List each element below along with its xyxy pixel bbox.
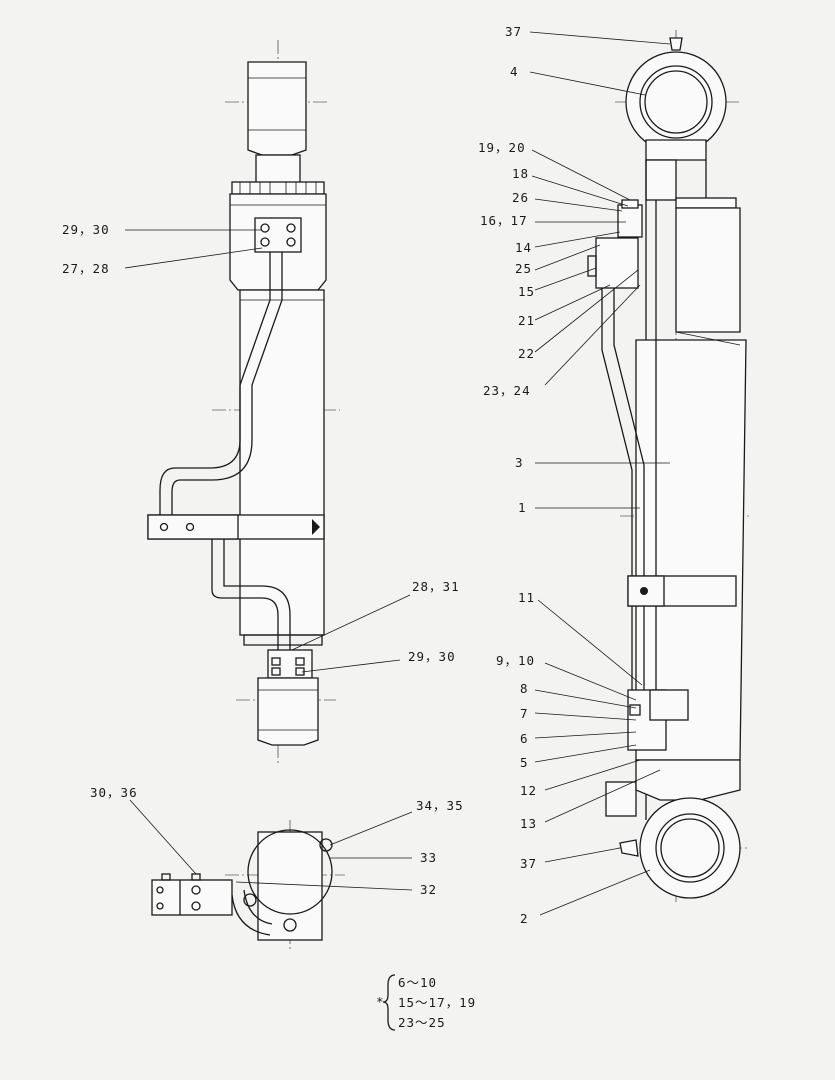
callout-19-20: 19，20 [478, 140, 526, 155]
bottom-clamp-detail-view: 30，36 34，35 33 32 [90, 785, 464, 950]
callout-12: 12 [520, 783, 537, 798]
footnote-line-2: 15～17，19 [398, 995, 476, 1010]
callout-21: 21 [518, 313, 535, 328]
callout-23-24: 23，24 [483, 383, 531, 398]
callout-4: 4 [510, 64, 519, 79]
callout-13: 13 [520, 816, 537, 831]
callout-34-35: 34，35 [416, 798, 464, 813]
callout-9-10: 9，10 [496, 653, 535, 668]
callout-6: 6 [520, 731, 529, 746]
callout-22: 22 [518, 346, 535, 361]
footnote-line-3: 23～25 [398, 1015, 446, 1030]
callout-30-36: 30，36 [90, 785, 138, 800]
callout-29-30-top: 29，30 [62, 222, 110, 237]
footnote-asterisk: * [376, 994, 385, 1009]
callout-37-bottom: 37 [520, 856, 537, 871]
footnote-line-1: 6～10 [398, 975, 437, 990]
callout-29-30-bottom: 29，30 [408, 649, 456, 664]
callout-2: 2 [520, 911, 529, 926]
callout-33: 33 [420, 850, 437, 865]
callout-8: 8 [520, 681, 529, 696]
callout-14: 14 [515, 240, 532, 255]
left-side-view: 29，30 27，28 28，31 29，30 [62, 40, 460, 765]
callout-15: 15 [518, 284, 535, 299]
callout-1: 1 [518, 500, 527, 515]
footnote-legend: * 6～10 15～17，19 23～25 [376, 974, 476, 1031]
callout-28-31: 28，31 [412, 579, 460, 594]
callout-7: 7 [520, 706, 529, 721]
callout-27-28: 27，28 [62, 261, 110, 276]
callout-5: 5 [520, 755, 529, 770]
callout-25: 25 [515, 261, 532, 276]
callout-37-top: 37 [505, 24, 522, 39]
callout-26: 26 [512, 190, 529, 205]
callout-16-17: 16，17 [480, 213, 528, 228]
right-front-view: 37 4 19，20 18 26 16，17 14 25 15 21 22 23… [478, 24, 750, 926]
callout-32: 32 [420, 882, 437, 897]
callout-11: 11 [518, 590, 535, 605]
callout-18: 18 [512, 166, 529, 181]
callout-3: 3 [515, 455, 524, 470]
